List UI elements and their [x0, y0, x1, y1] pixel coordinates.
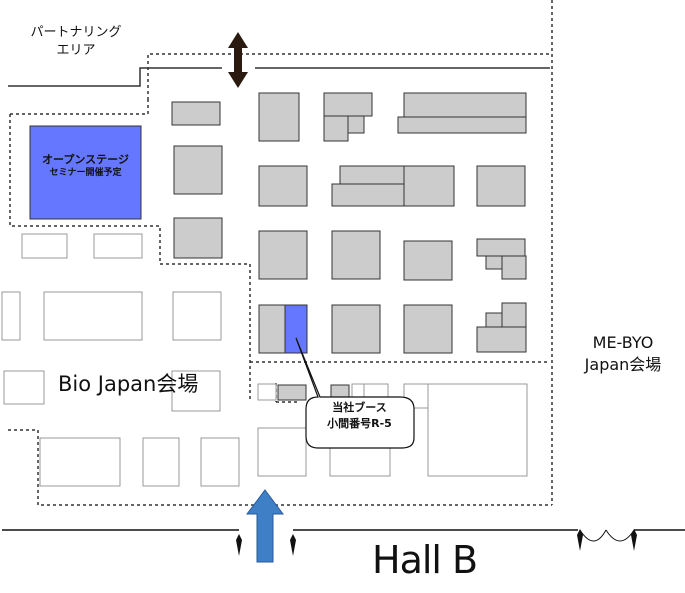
open-stage	[29, 125, 142, 220]
our-booth-label: 当社ブース 小間番号R-5	[306, 400, 413, 432]
door-icon	[236, 529, 637, 556]
mebyo-label: ME-BYO Japan会場	[568, 332, 678, 376]
open-stage-title: オープンステージ	[42, 153, 129, 166]
partnering-label-line1: パートナリング	[30, 25, 122, 40]
booths-gray	[171, 92, 527, 401]
booths-outline	[1, 233, 528, 487]
open-stage-label: オープンステージ セミナー開催予定	[31, 153, 140, 179]
booth-callout	[295, 337, 415, 449]
mebyo-label-line2: Japan会場	[584, 355, 662, 374]
our-booth-number: 小間番号R-5	[327, 417, 392, 430]
double-arrow-icon	[228, 32, 248, 88]
open-stage-subtitle: セミナー開催予定	[49, 168, 122, 178]
partnering-label-line2: エリア	[56, 43, 96, 58]
venue-boundaries	[8, 0, 553, 506]
up-arrow-icon	[246, 489, 284, 563]
partnering-area-label: パートナリング エリア	[26, 24, 126, 60]
our-booth-title: 当社ブース	[332, 401, 387, 414]
hall-label: Hall B	[372, 538, 478, 582]
bio-japan-label: Bio Japan会場	[58, 372, 199, 396]
mebyo-label-line1: ME-BYO	[592, 333, 654, 352]
our-booth	[284, 304, 308, 354]
